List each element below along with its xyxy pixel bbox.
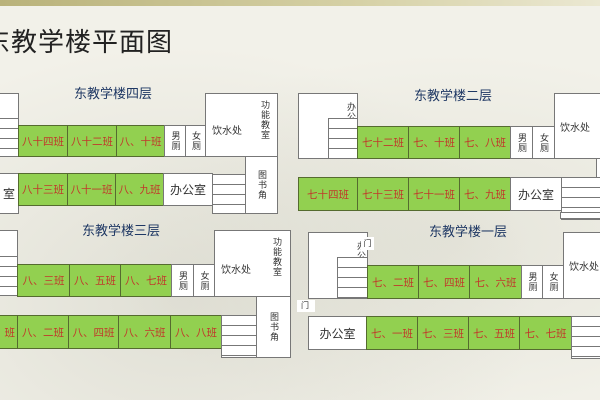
floor2-wall	[596, 158, 600, 178]
floor2-stairs-left	[328, 118, 358, 159]
office-area-label: 办公区	[355, 241, 365, 271]
classroom: 八十二班	[67, 125, 117, 157]
classroom-partial: 班	[0, 315, 18, 349]
floor3-title: 东教学楼三层	[82, 224, 161, 239]
office: 办公室	[163, 173, 213, 206]
classroom: 七、一班	[366, 316, 418, 350]
floor1-stairs-right	[571, 316, 600, 359]
floor1-stairs-left	[337, 257, 368, 299]
floor4-stairs-right	[212, 174, 246, 214]
classroom: 七、七班	[519, 316, 572, 350]
male-restroom: 男厕	[510, 126, 533, 159]
floor4-left-room: 室	[0, 173, 19, 214]
classroom: 七、四班	[418, 265, 470, 299]
door-label: 门	[297, 300, 315, 312]
classroom: 七、三班	[417, 316, 469, 350]
classroom: 七十一班	[408, 177, 460, 211]
classroom: 八、十班	[116, 125, 165, 157]
water-and-function-room: 饮水处 功能教室	[214, 230, 291, 297]
function-classroom: 功能教室	[271, 237, 281, 277]
female-restroom: 女厕	[532, 126, 555, 159]
classroom: 八、七班	[120, 264, 172, 297]
classroom: 七、六班	[469, 265, 522, 299]
female-restroom: 女厕	[193, 264, 215, 297]
classroom: 八、三班	[17, 264, 70, 297]
classroom: 八、九班	[115, 173, 164, 206]
classroom: 七十四班	[298, 177, 358, 211]
classroom: 八、二班	[17, 315, 69, 349]
classroom: 七、十班	[408, 126, 460, 159]
classroom: 八、四班	[68, 315, 119, 349]
classroom: 七十二班	[357, 126, 409, 159]
classroom: 七、九班	[459, 177, 511, 211]
water-station: 饮水处	[221, 265, 251, 276]
library-corner: 图书角	[256, 296, 291, 358]
floor3-stairs-left	[0, 256, 18, 296]
classroom: 八十一班	[67, 173, 116, 206]
library-corner: 图书角	[245, 156, 278, 214]
function-classroom: 功能教室	[259, 100, 269, 140]
floor2-stairs-end	[560, 212, 600, 219]
classroom: 七十三班	[357, 177, 409, 211]
water-station: 饮水处	[563, 232, 600, 299]
male-restroom: 男厕	[164, 125, 186, 157]
page-title: 东教学楼平面图	[0, 28, 174, 58]
male-restroom: 男厕	[521, 265, 543, 299]
water-and-function-room: 饮水处 功能教室	[205, 93, 278, 157]
door-label: 门	[361, 237, 374, 250]
female-restroom: 女厕	[185, 125, 206, 157]
floor4-title: 东教学楼四层	[74, 87, 153, 102]
classroom: 七、八班	[459, 126, 511, 159]
classroom: 七、二班	[367, 265, 419, 299]
classroom: 八、五班	[69, 264, 121, 297]
floor2-title: 东教学楼二层	[414, 89, 493, 104]
floor4-stairs-left	[0, 118, 19, 157]
floor3-stairs-right	[221, 315, 257, 358]
male-restroom: 男厕	[171, 264, 194, 297]
classroom: 八、六班	[118, 315, 171, 349]
water-station: 饮水处	[212, 126, 242, 137]
office: 办公室	[308, 316, 367, 350]
classroom: 八十四班	[18, 125, 68, 157]
classroom: 八十三班	[18, 173, 68, 206]
top-bar	[0, 0, 600, 6]
classroom: 八、八班	[170, 315, 222, 349]
classroom: 七、五班	[468, 316, 520, 350]
water-station: 饮水处	[554, 93, 600, 159]
female-restroom: 女厕	[542, 265, 564, 299]
office-area-label: 办公区	[345, 102, 355, 132]
office: 办公室	[510, 177, 562, 211]
floor1-title: 东教学楼一层	[429, 225, 508, 240]
